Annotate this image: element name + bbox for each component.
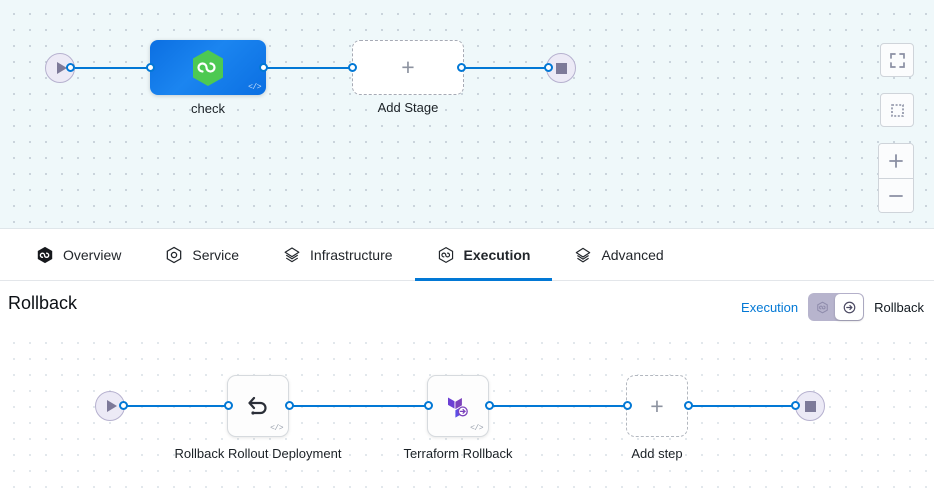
rollback-header: Rollback Execution Ro [0, 281, 934, 331]
pipeline-start-node[interactable] [45, 53, 75, 83]
plus-icon: + [650, 392, 664, 419]
edge-check-to-addstage [262, 67, 358, 69]
zoom-out-button[interactable] [879, 178, 913, 212]
step-label-terraform-rollback: Terraform Rollback [403, 446, 513, 461]
toggle-knob-rollback[interactable] [835, 294, 864, 320]
edge-terraform-to-addstep [488, 405, 633, 407]
port-terraform-out[interactable] [485, 401, 494, 410]
tab-execution-label: Execution [463, 246, 531, 263]
stage-label-check: check [191, 101, 225, 116]
zoom-in-button[interactable] [879, 144, 913, 178]
stop-square-icon [804, 400, 816, 412]
execution-rollback-switch[interactable]: Execution Rollback [741, 293, 924, 321]
terraform-rollback-icon [448, 397, 468, 418]
add-step-label: Add step [631, 446, 683, 461]
expand-icon [889, 52, 905, 68]
edge-addstage-to-end [460, 67, 558, 69]
add-stage-button[interactable]: + [352, 40, 464, 95]
step-node-rollback-rollout-deployment[interactable]: </> [227, 375, 289, 437]
rollback-arrow-icon [843, 301, 855, 313]
port-check-in[interactable] [146, 63, 155, 72]
play-icon [106, 400, 117, 412]
stage-node-check[interactable]: </> [150, 40, 266, 95]
service-hexagon-icon [167, 246, 182, 263]
harness-solid-hexagon-icon [37, 246, 53, 263]
tab-advanced[interactable]: Advanced [552, 229, 685, 280]
page-title: Rollback [8, 293, 78, 313]
yaml-code-badge: </> [248, 83, 261, 92]
port-check-out[interactable] [259, 63, 268, 72]
edge-rbstart-to-rollout [120, 405, 230, 407]
port-addstage-out[interactable] [457, 63, 466, 72]
stage-tab-bar[interactable]: Overview Service Infrastructure [0, 229, 934, 281]
step-node-terraform-rollback[interactable]: </> [427, 375, 489, 437]
minus-icon [889, 194, 903, 197]
yaml-code-badge: </> [470, 424, 483, 433]
plus-icon: + [401, 54, 415, 80]
port-rollout-out[interactable] [285, 401, 294, 410]
port-rbend-in[interactable] [791, 401, 800, 410]
toggle-option-execution[interactable] [808, 293, 836, 321]
rollback-arrow-icon [248, 396, 267, 415]
port-addstep-out[interactable] [684, 401, 693, 410]
tab-overview-label: Overview [63, 246, 122, 263]
selection-mode-button[interactable] [880, 93, 914, 127]
rollback-canvas[interactable]: </> Rollback Rollout Deployment </> Terr… [0, 331, 934, 500]
advanced-layers-icon [576, 247, 591, 262]
step-label-rollback-rollout-deployment: Rollback Rollout Deployment [174, 446, 342, 461]
yaml-code-badge: </> [270, 424, 283, 433]
tab-advanced-label: Advanced [601, 246, 664, 263]
execution-infinity-icon [438, 246, 453, 263]
execution-rollback-toggle[interactable] [808, 293, 865, 321]
tab-execution[interactable]: Execution [414, 229, 553, 281]
tab-overview[interactable]: Overview [14, 229, 143, 280]
port-end-in[interactable] [544, 63, 553, 72]
play-icon [56, 62, 67, 74]
dashed-square-icon [890, 103, 904, 117]
port-rollout-in[interactable] [224, 401, 233, 410]
stop-square-icon [555, 62, 567, 74]
port-addstep-in[interactable] [623, 401, 632, 410]
fit-to-screen-button[interactable] [880, 43, 914, 77]
tab-service-label: Service [192, 246, 240, 263]
pipeline-end-node[interactable] [546, 53, 576, 83]
add-step-button[interactable]: + [626, 375, 688, 437]
edge-start-to-check [70, 67, 158, 69]
add-stage-label: Add Stage [377, 100, 439, 115]
harness-hexagon-icon [193, 49, 223, 86]
tab-infrastructure[interactable]: Infrastructure [261, 229, 414, 280]
plus-icon [889, 154, 903, 168]
tab-infrastructure-label: Infrastructure [310, 246, 393, 263]
port-terraform-in[interactable] [424, 401, 433, 410]
port-start-out[interactable] [66, 63, 75, 72]
infrastructure-layers-icon [284, 246, 300, 262]
pipeline-canvas[interactable]: </> check + Add Stage [0, 0, 934, 229]
switch-label-rollback[interactable]: Rollback [874, 299, 924, 315]
edge-addstep-to-rbend [686, 405, 804, 407]
port-addstage-in[interactable] [348, 63, 357, 72]
edge-rollout-to-terraform [288, 405, 433, 407]
execution-infinity-icon [816, 301, 828, 313]
switch-label-execution[interactable]: Execution [741, 299, 799, 315]
port-rbstart-out[interactable] [119, 401, 128, 410]
tab-service[interactable]: Service [143, 229, 261, 280]
